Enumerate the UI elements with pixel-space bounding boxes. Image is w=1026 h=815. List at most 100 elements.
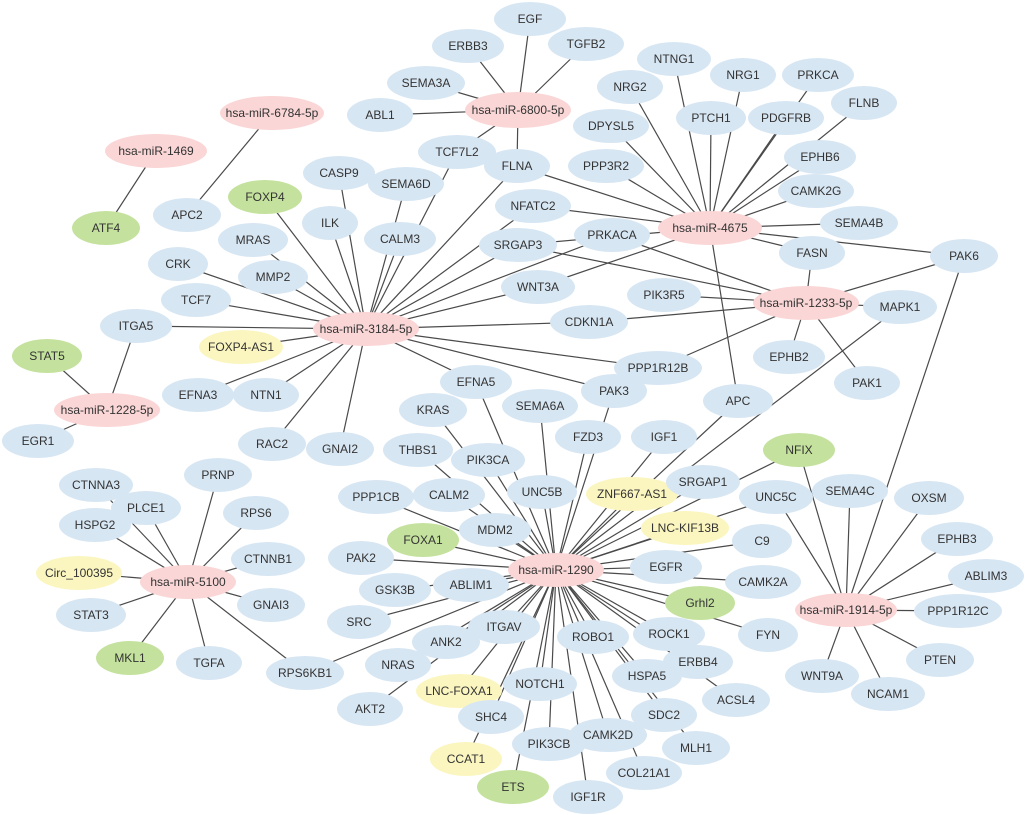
node-label: UNC5C — [755, 490, 797, 504]
node-label: CAMK2D — [583, 728, 633, 742]
gene-node: CASP9 — [303, 156, 375, 190]
node-shape — [432, 29, 504, 63]
node-label: MKL1 — [114, 651, 146, 665]
node-shape — [503, 667, 577, 701]
gene-node: ITGAV — [468, 610, 540, 644]
node-label: SEMA4B — [835, 216, 884, 230]
node-label: NOTCH1 — [515, 677, 565, 691]
node-label: ERBB3 — [448, 39, 488, 53]
gene-node: CRK — [148, 247, 208, 281]
node-label: Circ_100395 — [45, 566, 113, 580]
node-label: ROBO1 — [572, 630, 614, 644]
node-label: hsa-miR-1290 — [518, 563, 594, 577]
node-shape — [327, 605, 391, 639]
node-label: ZNF667-AS1 — [597, 487, 667, 501]
node-shape — [459, 513, 531, 547]
node-label: RPS6 — [240, 506, 272, 520]
gene-node: CAMK2A — [725, 565, 801, 599]
node-label: FOXP4-AS1 — [208, 340, 274, 354]
node-shape — [458, 700, 524, 734]
node-shape — [631, 420, 697, 454]
node-shape — [921, 522, 993, 556]
gene-node: PAK3 — [581, 374, 647, 408]
node-shape — [56, 598, 126, 632]
gene-node: TGFB2 — [548, 27, 624, 61]
node-label: NFATC2 — [510, 199, 555, 213]
gene-node: CTNNA3 — [59, 468, 133, 502]
tf-node: ATF4 — [72, 211, 140, 245]
gene-node: NOTCH1 — [503, 667, 577, 701]
gene-node: FLNA — [484, 149, 550, 183]
node-label: CDKN1A — [565, 315, 614, 329]
gene-node: EFNA5 — [440, 365, 512, 399]
node-shape — [710, 58, 776, 92]
edge-mir1914-PAK6 — [845, 255, 965, 611]
node-label: PRKACA — [587, 228, 636, 242]
node-label: ITGA5 — [119, 319, 154, 333]
node-label: EFNA3 — [179, 388, 218, 402]
edge-mir1290-RPS6KB1 — [304, 569, 557, 674]
node-shape — [59, 468, 133, 502]
gene-node: PLCE1 — [111, 491, 181, 525]
node-label: EGF — [518, 12, 543, 26]
node-shape — [468, 610, 540, 644]
node-shape — [477, 770, 549, 804]
edge-mir1290-PIK3CA — [487, 459, 557, 571]
gene-node: SEMA6D — [368, 167, 444, 201]
node-label: LNC-KIF13B — [651, 521, 719, 535]
node-label: CTNNB1 — [244, 552, 292, 566]
node-shape — [162, 378, 234, 412]
node-label: HSPA5 — [628, 669, 667, 683]
edge-mir3184-FOXP4 — [264, 196, 367, 330]
node-label: ANK2 — [430, 635, 462, 649]
node-shape — [631, 698, 697, 732]
gene-node: FYN — [738, 618, 798, 652]
node-shape — [501, 270, 575, 304]
node-label: STAT5 — [29, 349, 65, 363]
gene-node: RPS6 — [223, 496, 289, 530]
node-shape — [763, 433, 835, 467]
edge-mir4675-PTCH1 — [709, 117, 712, 229]
gene-node: PAK1 — [834, 366, 900, 400]
gene-node: CTNNB1 — [231, 542, 305, 576]
gene-node: APC — [703, 384, 773, 418]
gene-node: CDKN1A — [550, 305, 628, 339]
node-shape — [739, 480, 813, 514]
node-label: MDM2 — [477, 523, 513, 537]
edge-mir1290-MAPK1 — [555, 306, 901, 571]
edge-mir3184-RAC2 — [271, 328, 367, 445]
node-shape — [484, 149, 550, 183]
node-shape — [347, 98, 413, 132]
node-label: PAK6 — [949, 249, 979, 263]
node-label: SHC4 — [475, 710, 507, 724]
gene-node: ANK2 — [412, 625, 480, 659]
gene-node: NTN1 — [233, 378, 299, 412]
node-shape — [834, 366, 900, 400]
gene-node: NRG1 — [710, 58, 776, 92]
gene-node: RAC2 — [238, 427, 306, 461]
edge-mir3184-ILK — [329, 222, 367, 330]
gene-node: PDGFRB — [748, 101, 824, 135]
node-label: COL21A1 — [618, 766, 671, 780]
edge-mir3184-NFATC2 — [365, 205, 534, 330]
node-label: hsa-miR-3184-5p — [320, 322, 413, 336]
node-shape — [465, 92, 571, 128]
node-shape — [633, 617, 705, 651]
node-shape — [948, 559, 1024, 593]
edge-mir3184-FLNA — [365, 165, 518, 330]
node-label: KRAS — [417, 403, 450, 417]
node-shape — [387, 523, 459, 557]
edge-mir3184-PRKACA — [365, 234, 613, 330]
edge-mir3184-CASP9 — [338, 172, 367, 330]
gene-node: SHC4 — [458, 700, 524, 734]
gene-node: ACSL4 — [702, 683, 770, 717]
gene-node: ABLIM1 — [433, 568, 509, 602]
gene-node: PAK6 — [930, 239, 998, 273]
node-shape — [440, 365, 512, 399]
edge-mir1290-EFNA5 — [475, 381, 557, 571]
node-shape — [413, 478, 485, 512]
node-shape — [430, 742, 502, 776]
node-label: PTCH1 — [691, 111, 731, 125]
